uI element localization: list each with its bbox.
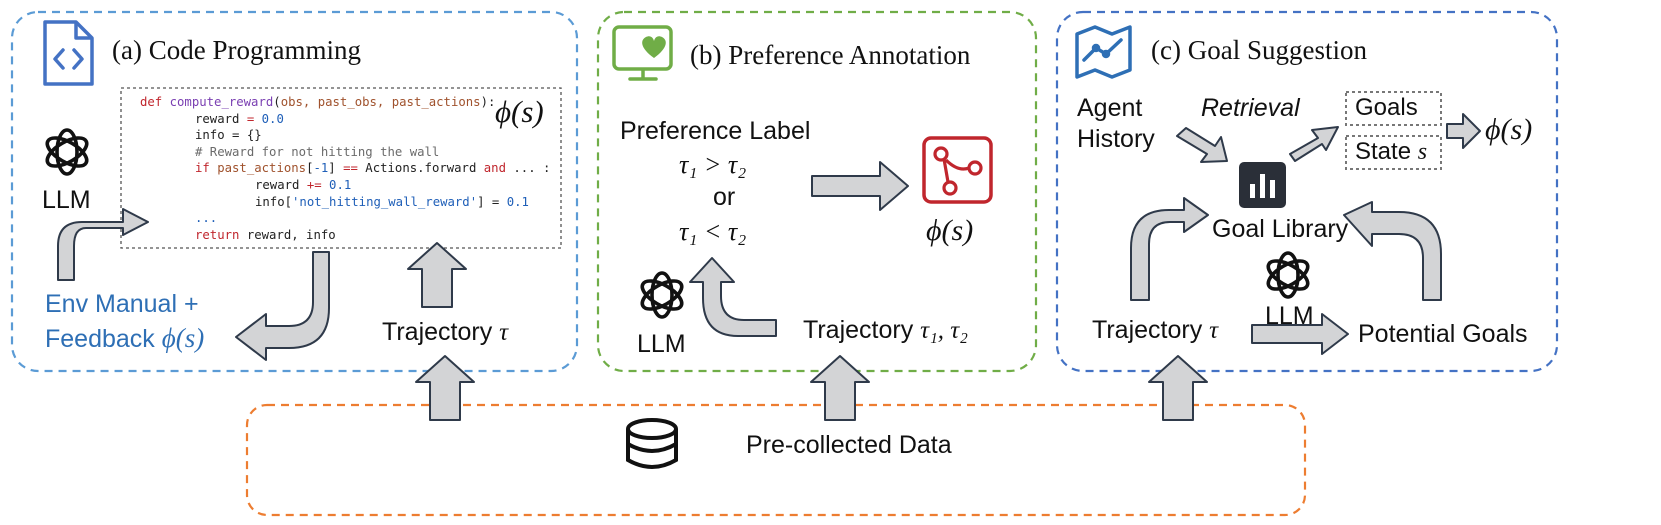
- preference-label-text: Preference Label: [620, 117, 811, 145]
- reward-code: def compute_reward(obs, past_obs, past_a…: [128, 94, 596, 262]
- arrow-traj-to-potential-goals: [1251, 313, 1349, 355]
- code-line: ...: [195, 211, 218, 226]
- retrieval-label: Retrieval: [1201, 94, 1300, 122]
- preference-or: or: [713, 183, 736, 211]
- map-icon: [1075, 25, 1132, 79]
- phi-s-b: ϕ(s): [926, 214, 974, 247]
- panel-c-border: [1055, 10, 1559, 373]
- goals-box: [1345, 91, 1442, 126]
- feedback-label: Feedback ϕ(s): [45, 323, 205, 353]
- curved-arrow-traj-to-library: [1130, 197, 1209, 301]
- curved-arrow-goals-to-library: [1343, 201, 1442, 301]
- history-label: History: [1077, 125, 1155, 153]
- trajectory-label-b: Trajectory τ₁, τ₂: [803, 316, 968, 344]
- arrow-pref-to-model: [811, 161, 909, 211]
- phi-s-c: ϕ(s): [1485, 113, 1533, 146]
- goal-library-icon: [1239, 162, 1286, 208]
- code-line: return reward, info: [195, 227, 336, 242]
- llm-icon: [45, 128, 89, 176]
- code-line: if past_actions[-1] == Actions.forward a…: [195, 161, 551, 176]
- llm-icon: [640, 271, 684, 319]
- trajectory-label-a: Trajectory τ: [382, 318, 509, 346]
- panel-b-border: [596, 10, 1038, 373]
- database-icon: [626, 418, 678, 469]
- trajectory-label-c: Trajectory τ: [1092, 316, 1219, 344]
- state-label: State s: [1355, 138, 1428, 165]
- panel-c-title: (c) Goal Suggestion: [1151, 35, 1367, 65]
- llm-icon: [1266, 251, 1310, 299]
- env-manual-label: Env Manual +: [45, 290, 199, 318]
- curved-arrow-code-to-manual: [235, 251, 330, 361]
- preference-gt: τ₁ > τ₂: [679, 150, 747, 179]
- code-line: info = {}: [195, 128, 262, 143]
- monitor-heart-icon: [612, 25, 673, 81]
- panel-b-title: (b) Preference Annotation: [690, 40, 971, 70]
- code-line: reward = 0.0: [195, 111, 284, 126]
- goal-library-label: Goal Library: [1212, 215, 1349, 243]
- code-line: reward += 0.1: [255, 178, 352, 192]
- panel-a-border: [10, 10, 579, 373]
- phi-s-code: ϕ(s): [495, 94, 544, 129]
- code-box: [120, 87, 562, 249]
- arrow-goals-to-phi: [1446, 113, 1481, 149]
- arrow-history-to-library: [1176, 127, 1228, 163]
- llm-label: LLM: [1265, 302, 1314, 330]
- goals-label: Goals: [1355, 94, 1418, 121]
- code-line: info['not_hitting_wall_reward'] = 0.1: [255, 194, 529, 209]
- data-source-border: [245, 403, 1307, 517]
- code-file-icon: [43, 20, 94, 86]
- reward-model-icon: [922, 136, 993, 204]
- potential-goals-label: Potential Goals: [1358, 320, 1528, 348]
- panel-a-title: (a) Code Programming: [112, 35, 361, 65]
- pre-collected-data-label: Pre-collected Data: [746, 431, 952, 459]
- code-line: def compute_reward(obs, past_obs, past_a…: [140, 95, 496, 109]
- preference-lt: τ₁ < τ₂: [679, 217, 747, 246]
- code-line: # Reward for not hitting the wall: [195, 144, 440, 159]
- arrow-library-to-goals: [1289, 126, 1339, 162]
- curved-arrow-traj-to-pref: [689, 257, 777, 337]
- curved-arrow-llm-to-code: [57, 208, 149, 281]
- llm-label: LLM: [637, 330, 686, 358]
- agent-label: Agent: [1077, 94, 1143, 122]
- llm-label: LLM: [42, 186, 91, 214]
- state-box: [1345, 135, 1442, 170]
